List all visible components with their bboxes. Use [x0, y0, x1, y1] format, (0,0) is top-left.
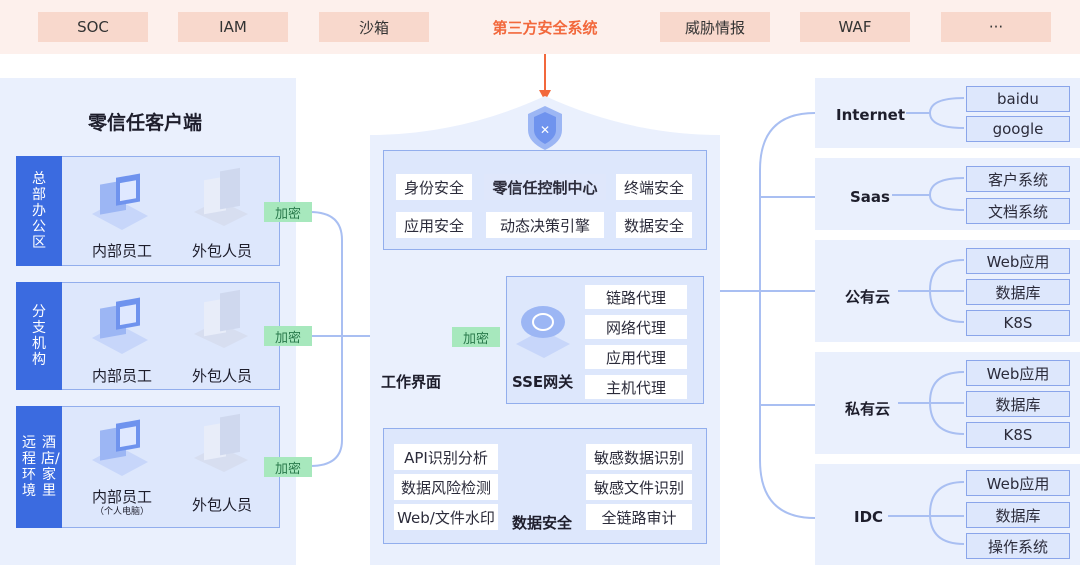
api-analysis[interactable]: API识别分析	[394, 444, 498, 470]
dest-public-cloud-item[interactable]: Web应用	[966, 248, 1070, 274]
data-security-title: 数据安全	[512, 514, 573, 532]
dest-public-cloud-item[interactable]: 数据库	[966, 279, 1070, 305]
sse-cloud-icon	[516, 306, 570, 358]
dest-saas-item[interactable]: 客户系统	[966, 166, 1070, 192]
dest-internet-name: Internet	[836, 106, 906, 124]
sensitive-data-detect[interactable]: 敏感数据识别	[586, 444, 692, 470]
encrypt-tag-branch: 加密	[264, 326, 312, 346]
tag-waf[interactable]: WAF	[800, 12, 910, 42]
data-risk-detect[interactable]: 数据风险检测	[394, 474, 498, 500]
watermark[interactable]: Web/文件水印	[394, 504, 498, 530]
dest-private-cloud-item[interactable]: K8S	[966, 422, 1070, 448]
app-security[interactable]: 应用安全	[396, 212, 472, 238]
dest-internet-item[interactable]: baidu	[966, 86, 1070, 112]
host-proxy[interactable]: 主机代理	[585, 375, 687, 399]
dest-public-cloud-item[interactable]: K8S	[966, 310, 1070, 336]
dest-idc-item[interactable]: 操作系统	[966, 533, 1070, 559]
identity-security[interactable]: 身份安全	[396, 174, 472, 200]
remote-internal-label: 内部员工 （个人电脑）	[84, 486, 160, 517]
top-system-bar: SOC IAM 沙箱 第三方安全系统 威胁情报 WAF ···	[0, 0, 1080, 54]
site-hq-label: 总部办公区	[16, 156, 62, 266]
app-proxy[interactable]: 应用代理	[585, 345, 687, 369]
dest-private-cloud-name: 私有云	[845, 400, 891, 418]
dest-saas-item[interactable]: 文档系统	[966, 198, 1070, 224]
dest-idc-name: IDC	[854, 508, 884, 526]
svg-text:✕: ✕	[540, 123, 550, 137]
site-branch-label: 分支机构	[16, 282, 62, 390]
dest-idc-item[interactable]: Web应用	[966, 470, 1070, 496]
dest-idc-item[interactable]: 数据库	[966, 502, 1070, 528]
tag-more[interactable]: ···	[941, 12, 1051, 42]
dest-internet-item[interactable]: google	[966, 116, 1070, 142]
dest-private-cloud-item[interactable]: Web应用	[966, 360, 1070, 386]
data-security-ctrl[interactable]: 数据安全	[616, 212, 692, 238]
control-center-title: 零信任控制中心	[484, 174, 606, 200]
remote-internal-note: （个人电脑）	[94, 507, 149, 517]
encrypt-tag-workspace: 加密	[452, 327, 500, 347]
tag-iam[interactable]: IAM	[178, 12, 288, 42]
tag-sandbox[interactable]: 沙箱	[319, 12, 429, 42]
link-proxy[interactable]: 链路代理	[585, 285, 687, 309]
dest-private-cloud-item[interactable]: 数据库	[966, 391, 1070, 417]
encrypt-tag-remote: 加密	[264, 457, 312, 477]
branch-external-label: 外包人员	[191, 367, 252, 385]
tag-threat-intel[interactable]: 威胁情报	[660, 12, 770, 42]
dest-saas-name: Saas	[850, 188, 890, 206]
sensitive-file-detect[interactable]: 敏感文件识别	[586, 474, 692, 500]
workspace-label: 工作界面	[381, 373, 442, 391]
tag-third-party-security[interactable]: 第三方安全系统	[492, 18, 598, 37]
hq-external-label: 外包人员	[191, 242, 252, 260]
endpoint-security[interactable]: 终端安全	[616, 174, 692, 200]
tag-soc[interactable]: SOC	[38, 12, 148, 42]
shield-icon: ✕	[528, 106, 562, 150]
client-title: 零信任客户端	[88, 112, 203, 134]
remote-external-label: 外包人员	[191, 496, 252, 514]
site-remote-label: 酒店/家里 远程环境	[16, 406, 62, 528]
dest-public-cloud-name: 公有云	[845, 288, 891, 306]
hq-internal-label: 内部员工	[91, 242, 152, 260]
full-audit[interactable]: 全链路审计	[586, 504, 692, 530]
sse-title: SSE网关	[512, 373, 574, 391]
encrypt-tag-hq: 加密	[264, 202, 312, 222]
branch-internal-label: 内部员工	[91, 367, 152, 385]
network-proxy[interactable]: 网络代理	[585, 315, 687, 339]
decision-engine[interactable]: 动态决策引擎	[486, 212, 604, 238]
